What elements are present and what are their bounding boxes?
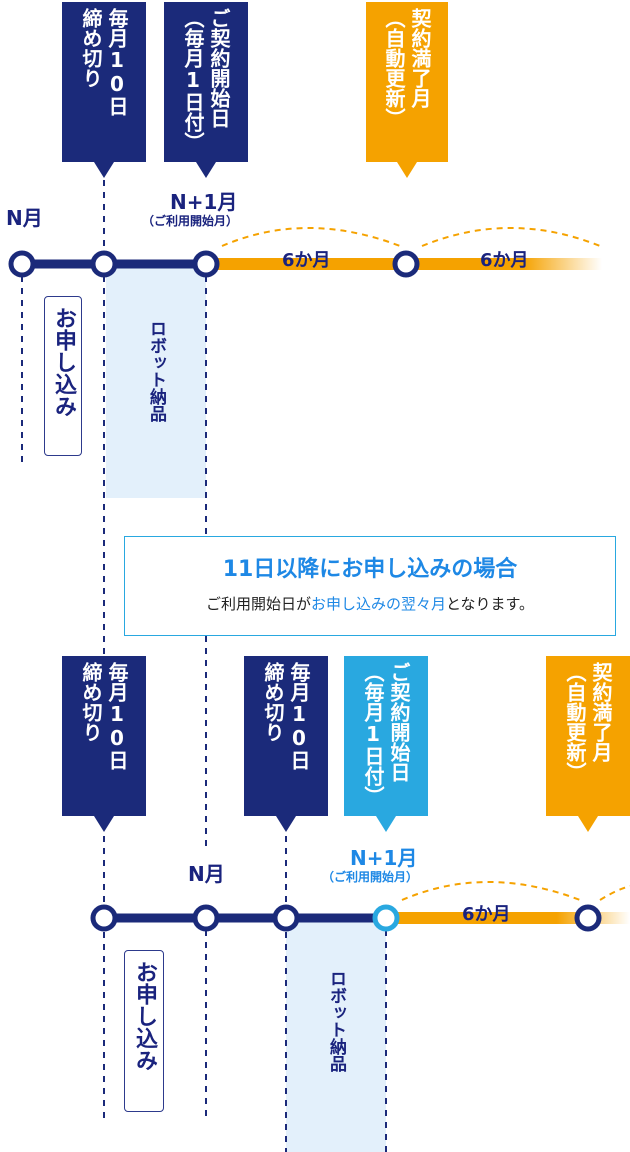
caption-line: （毎月1日付）: [181, 8, 205, 152]
month-label-n: N月: [188, 862, 225, 886]
timeline-node: [192, 904, 220, 932]
moushikomi-label: お申し込み: [132, 961, 157, 1071]
caption-line: ご契約開始日: [207, 8, 231, 128]
caption-line: 毎月10日: [105, 8, 129, 116]
caption-line: 契約満了月: [589, 662, 613, 762]
caption-manryo-bottom: 契約満了月 （自動更新）: [546, 656, 630, 816]
caption-line: 締め切り: [79, 662, 103, 742]
notice-desc-highlight: お申し込みの翌々月: [310, 595, 446, 613]
moushikomi-box: お申し込み: [44, 296, 82, 456]
robot-delivery-label: ロボット納品: [326, 970, 346, 1072]
caption-box-manryo: [366, 2, 448, 162]
caption-pointer: [276, 816, 296, 832]
timeline-bottom-orange: [386, 912, 630, 924]
timeline-node: [90, 904, 118, 932]
caption-line: 毎月10日: [287, 662, 311, 770]
notice-description: ご利用開始日がお申し込みの翌々月となります。: [125, 593, 615, 614]
moushikomi-box: お申し込み: [124, 950, 164, 1112]
caption-line: ご契約開始日: [387, 662, 411, 782]
caption-shimekiri-2: 毎月10日 締め切り: [244, 656, 328, 816]
month-label-n: N月: [6, 206, 43, 230]
timeline-node: [192, 250, 220, 278]
caption-box-shimekiri: [62, 2, 146, 162]
period-arc-bottom-1: [401, 881, 581, 901]
duration-label: 6か月: [480, 250, 529, 271]
caption-line: （毎月1日付）: [361, 662, 385, 806]
period-arc-top-1: [221, 227, 401, 247]
month-sublabel: （ご利用開始月）: [142, 214, 239, 228]
caption-keiyaku-start: ご契約開始日 （毎月1日付）: [164, 2, 248, 162]
notice-box: 11日以降にお申し込みの場合 ご利用開始日がお申し込みの翌々月となります。: [124, 536, 616, 636]
caption-line: 毎月10日: [105, 662, 129, 770]
caption-box-keiyaku-start-bottom: [344, 656, 428, 816]
caption-pointer: [94, 162, 114, 178]
moushikomi-label: お申し込み: [51, 307, 76, 417]
notice-desc-pre: ご利用開始日が: [205, 595, 311, 613]
duration-label: 6か月: [282, 250, 331, 271]
caption-line: 契約満了月: [408, 8, 432, 108]
caption-keiyaku-start-bottom: ご契約開始日 （毎月1日付）: [344, 656, 428, 816]
caption-line: 締め切り: [261, 662, 285, 742]
month-label-n1: N+1月: [350, 846, 418, 870]
caption-box-shimekiri-2: [244, 656, 328, 816]
caption-box-manryo-bottom: [546, 656, 630, 816]
timeline-node: [574, 904, 602, 932]
caption-manryo: 契約満了月 （自動更新）: [366, 2, 448, 162]
month-sublabel: （ご利用開始月）: [322, 870, 419, 884]
duration-label: 6か月: [462, 904, 511, 925]
timeline-node-start: [372, 904, 400, 932]
caption-line: 締め切り: [79, 8, 103, 88]
caption-pointer: [94, 816, 114, 832]
caption-pointer: [376, 816, 396, 832]
caption-shimekiri-1: 毎月10日 締め切り: [62, 656, 146, 816]
period-arc-top-2: [421, 227, 601, 247]
caption-box-shimekiri-1: [62, 656, 146, 816]
caption-pointer: [397, 162, 417, 178]
robot-delivery-label: ロボット納品: [146, 320, 166, 422]
notice-desc-post: となります。: [445, 595, 535, 613]
period-arc-bottom-2: [599, 885, 630, 901]
caption-pointer: [578, 816, 598, 832]
caption-line: （自動更新）: [563, 662, 587, 782]
notice-title: 11日以降にお申し込みの場合: [222, 557, 518, 582]
caption-pointer: [196, 162, 216, 178]
month-label-n1: N+1月: [170, 190, 238, 214]
caption-line: （自動更新）: [382, 8, 406, 128]
caption-box-keiyaku-start: [164, 2, 248, 162]
timeline-node: [392, 250, 420, 278]
caption-shimekiri: 毎月10日 締め切り: [62, 2, 146, 162]
timeline-node: [272, 904, 300, 932]
timeline-node: [90, 250, 118, 278]
robot-band-top: [106, 264, 206, 498]
timeline-node: [8, 250, 36, 278]
robot-band-bottom: [286, 918, 386, 1152]
